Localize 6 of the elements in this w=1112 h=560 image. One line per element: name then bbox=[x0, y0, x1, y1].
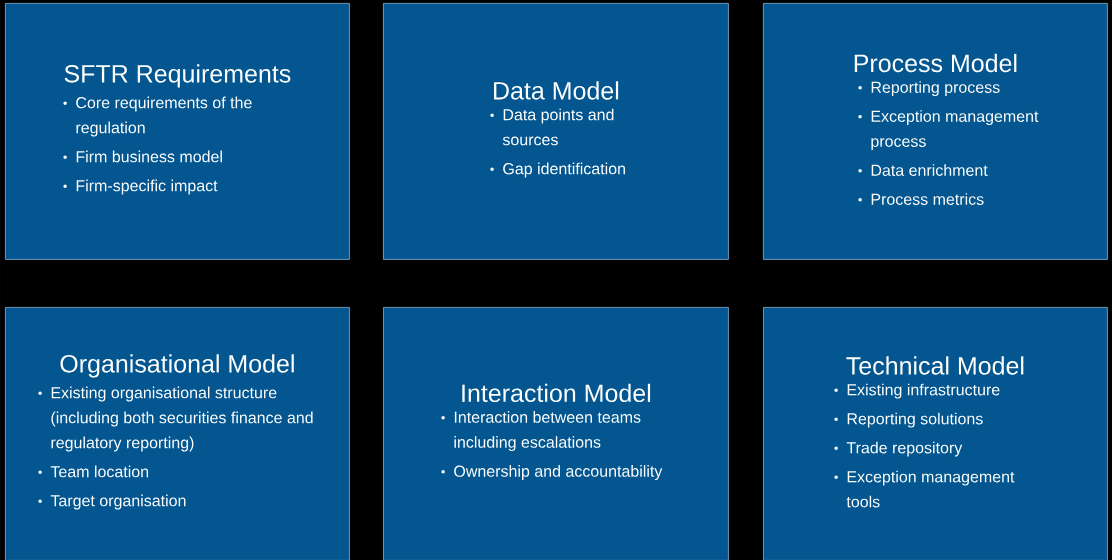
text-box: Organisational Model Existing organisational structure (including both securities finance and regulatory reporting) Team location Target organisation bbox=[5, 307, 350, 560]
text-box: Technical Model Existing infrastructure Reporting solutions Trade repository Exception management tools bbox=[763, 307, 1108, 560]
text-box: SFTR Requirements Core requirements of the regulation Firm business model Firm-specific impact bbox=[5, 3, 350, 260]
text-box: Data Model Data points and sources Gap identification bbox=[383, 3, 729, 260]
text-box: Process Model Reporting process Exception management process Data enrichment Process metrics bbox=[763, 3, 1108, 260]
text-box: Interaction Model Interaction between teams including escalations Ownership and accountability bbox=[383, 307, 729, 560]
